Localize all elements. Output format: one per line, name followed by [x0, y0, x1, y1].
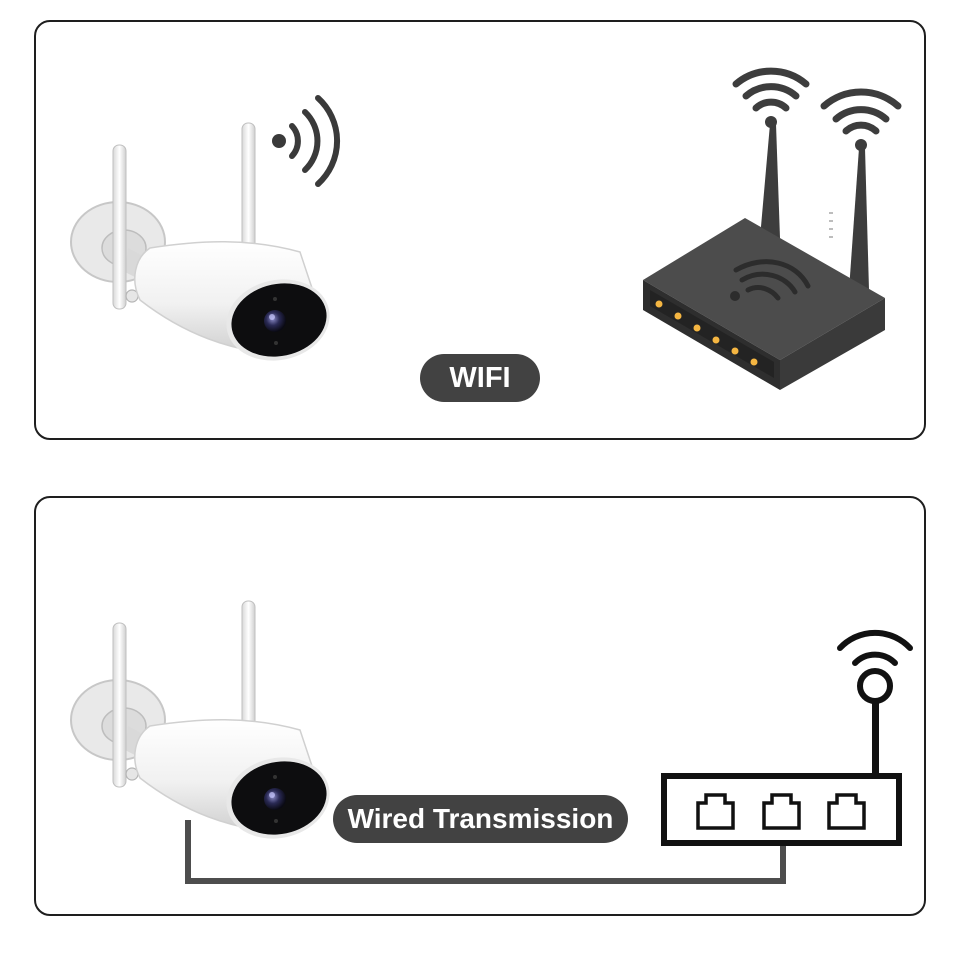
wifi-label: WIFI [420, 354, 540, 402]
ethernet-port-icon [827, 793, 866, 830]
ethernet-switch-icon [661, 629, 913, 846]
camera-icon [70, 122, 339, 371]
camera-icon [70, 600, 339, 849]
network-cable [185, 820, 786, 884]
router-wifi-emblem-icon [730, 259, 811, 301]
wifi-signal-icon [272, 95, 341, 187]
ethernet-port-icon [762, 793, 801, 830]
router-icon [643, 124, 885, 390]
wired-transmission-label: Wired Transmission [333, 795, 628, 843]
antenna-wifi-icon [837, 629, 913, 666]
router-wifi-signal-icon [732, 67, 902, 151]
router-leds [655, 300, 758, 366]
ethernet-port-icon [696, 793, 735, 830]
